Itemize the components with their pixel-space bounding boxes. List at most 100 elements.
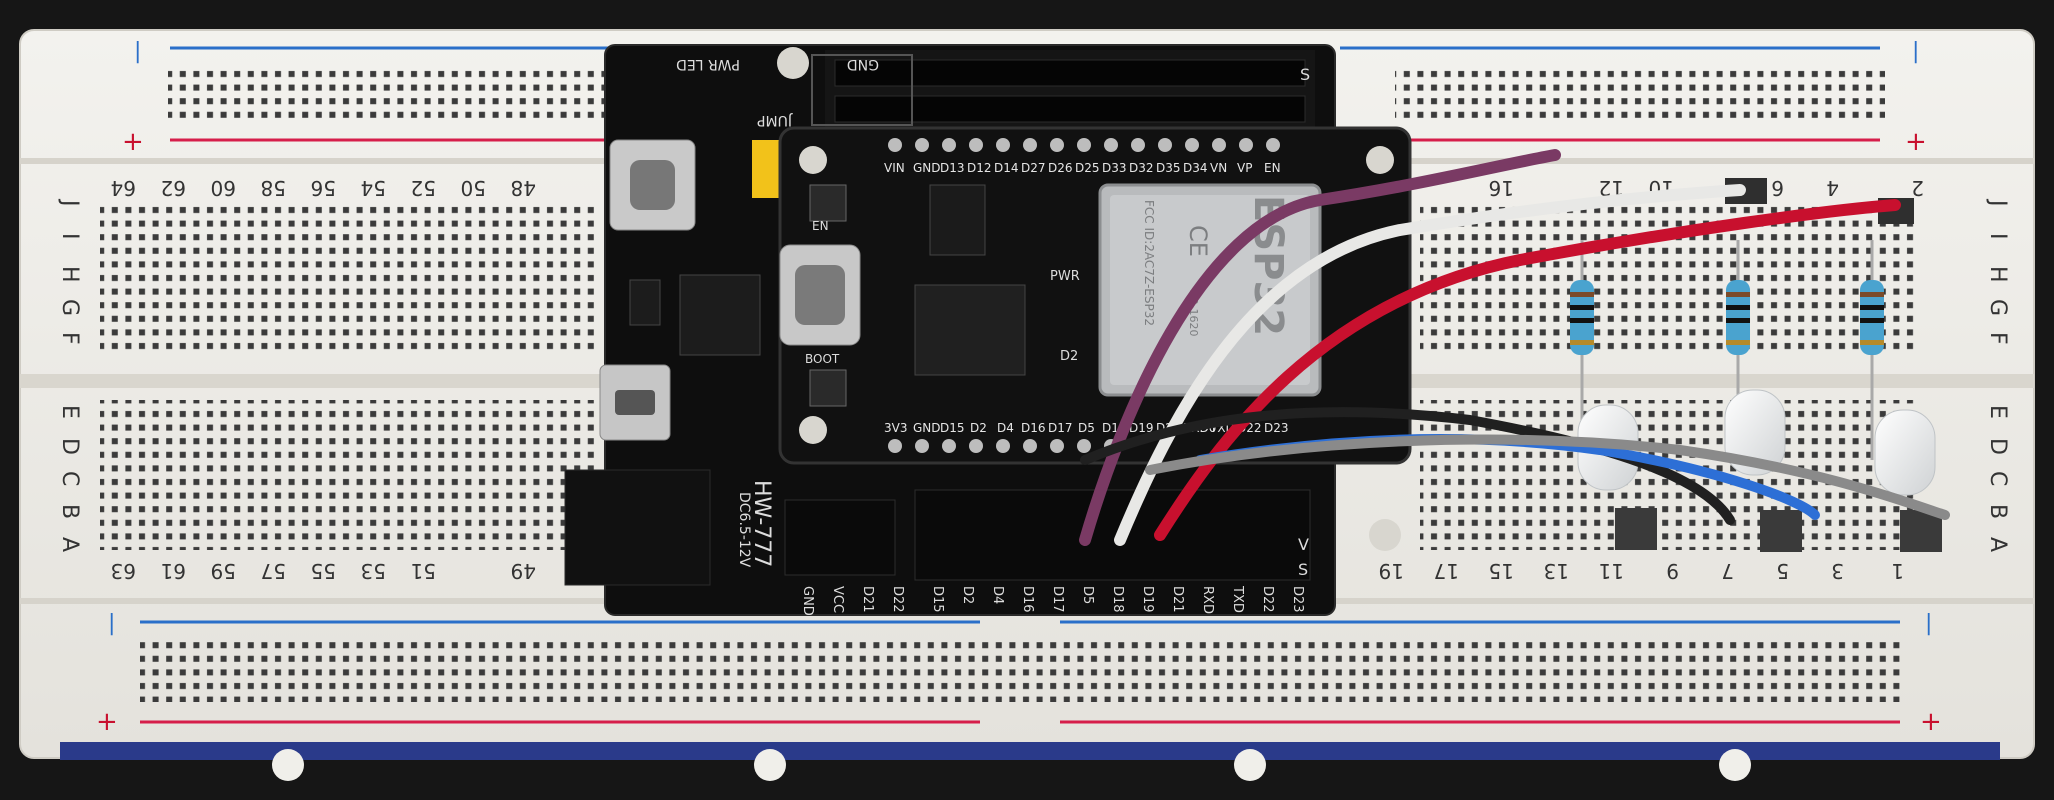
row-letter: H	[57, 266, 82, 283]
hdr-label: D21	[1170, 586, 1185, 613]
col-num: 13	[1544, 559, 1569, 583]
pin-label: D13	[940, 161, 965, 175]
gnd-label: GND	[847, 56, 879, 72]
wire-black	[1080, 407, 1735, 525]
pin-label: GND	[913, 161, 941, 175]
col-num: 48	[511, 176, 536, 200]
hdr-label: D4	[990, 586, 1005, 604]
row-letter: E	[57, 405, 82, 419]
upper-terminal-strip: 64 62 60 58 56 54 52 50 48 16 12 10 6 4 …	[57, 176, 2010, 350]
pin-label: EN	[1264, 161, 1281, 175]
pin-label: D26	[1048, 161, 1073, 175]
rail-plus-top-left: +	[122, 127, 144, 157]
hdr-label: RXD	[1200, 586, 1215, 614]
pin-label: D27	[1021, 161, 1046, 175]
row-letter: F	[1985, 332, 2010, 345]
col-num: 6	[1771, 176, 1784, 200]
row-letter: J	[57, 198, 82, 207]
dc-label: DC6.5-12V	[736, 492, 752, 568]
col-num: 53	[361, 559, 386, 583]
resistor-3	[1860, 240, 1884, 460]
pin-label: D35	[1156, 161, 1181, 175]
row-letter: A	[1985, 537, 2010, 552]
row-letter: A	[57, 537, 82, 552]
col-num: 56	[311, 176, 336, 200]
col-num: 63	[111, 559, 136, 583]
rail-minus-bottom-right: |	[1925, 611, 1932, 636]
d2-label: D2	[1060, 349, 1078, 364]
row-letter: D	[57, 438, 82, 455]
s-label: S	[1300, 65, 1310, 84]
pin-label: D33	[1102, 161, 1127, 175]
col-num: 54	[361, 176, 386, 200]
boot-label: BOOT	[805, 352, 840, 366]
col-num: 4	[1826, 176, 1839, 200]
col-num: 7	[1721, 559, 1734, 583]
col-num: 17	[1434, 559, 1459, 583]
col-num: 11	[1599, 559, 1624, 583]
col-num: 55	[311, 559, 336, 583]
col-num: 52	[411, 176, 436, 200]
hdr-label: D17	[1050, 586, 1065, 613]
rail-minus-top-left: |	[134, 39, 141, 64]
col-num: 57	[261, 559, 286, 583]
col-num: 51	[411, 559, 436, 583]
row-letter: B	[1985, 504, 2010, 519]
row-letter: H	[1985, 266, 2010, 283]
col-num: 2	[1911, 176, 1924, 200]
wire-gray	[1145, 434, 1950, 520]
module-fcc: FCC ID:2AC7Z-ESP32	[1142, 200, 1156, 326]
pin-label: D34	[1183, 161, 1208, 175]
hdr-label: VCC	[830, 586, 845, 613]
row-letter: J	[1985, 198, 2010, 207]
rail-plus-top-right: +	[1905, 127, 1927, 157]
esp32-devboard: VIN GND D13 D12 D14 D27 D26 D25 D33 D32 …	[778, 126, 1412, 465]
hdr-label: TXD	[1230, 585, 1245, 613]
hdr-label: GND	[800, 586, 815, 616]
pin-label: D4	[997, 421, 1014, 435]
hdr-label: D23	[1290, 586, 1305, 613]
en-label: EN	[812, 219, 829, 233]
pwr-label: PWR	[1050, 269, 1080, 284]
hdr-label: D22	[1260, 586, 1275, 613]
col-num: 64	[111, 176, 136, 200]
row-letter: B	[57, 504, 82, 519]
pin-label: D12	[967, 161, 992, 175]
jumper-wires	[1079, 149, 1950, 546]
pin-label: VIN	[884, 161, 905, 175]
hdr-label: D15	[930, 586, 945, 613]
wire-red	[1154, 199, 1901, 541]
rail-minus-top-right: |	[1912, 39, 1919, 64]
col-num: 62	[161, 176, 186, 200]
col-num: 5	[1776, 559, 1789, 583]
col-num: 58	[261, 176, 286, 200]
pin-label: D19	[1129, 421, 1154, 435]
rail-plus-bottom-right: +	[1920, 707, 1942, 737]
jump-label: JUMP	[757, 112, 793, 128]
rail-plus-bottom-left: +	[96, 707, 118, 737]
pin-label: 3V3	[884, 421, 907, 435]
row-letter: I	[1985, 233, 2010, 240]
pin-label: D25	[1075, 161, 1100, 175]
wire-purple	[1079, 149, 1561, 546]
col-num: 19	[1379, 559, 1404, 583]
row-letter: C	[1985, 471, 2010, 486]
top-power-rail: + + | |	[122, 39, 1927, 157]
col-num: 60	[211, 176, 236, 200]
col-num: 50	[461, 176, 486, 200]
row-letter: G	[1985, 299, 2010, 316]
row-letter: F	[57, 332, 82, 345]
hdr-label: D16	[1020, 586, 1035, 613]
col-num: 59	[211, 559, 236, 583]
pwr-led-label: PWR LED	[676, 56, 740, 72]
hdr-label: D5	[1080, 586, 1095, 604]
shield-s-label: S	[1298, 560, 1308, 579]
col-num: 9	[1666, 559, 1679, 583]
rail-minus-bottom-left: |	[108, 611, 115, 636]
pin-label: D5	[1078, 421, 1095, 435]
pin-label: GND	[913, 421, 941, 435]
row-letter: E	[1985, 405, 2010, 419]
row-letter: D	[1985, 438, 2010, 455]
pin-label: D32	[1129, 161, 1154, 175]
